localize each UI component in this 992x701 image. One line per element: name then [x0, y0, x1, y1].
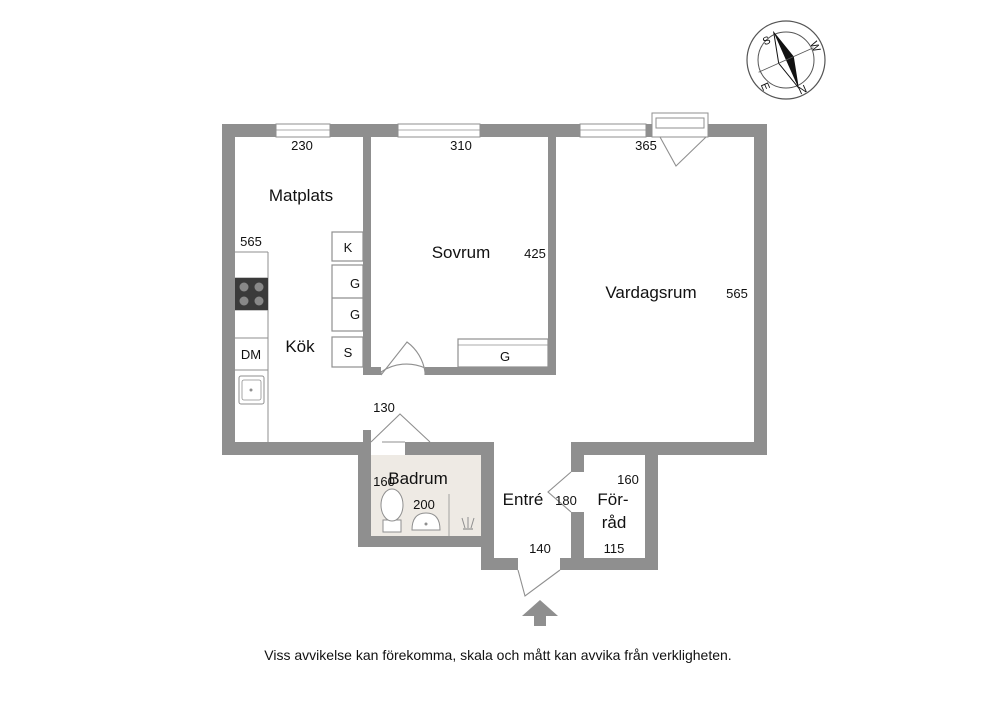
compass: S W E N	[746, 20, 826, 100]
room-label-entre: Entré	[503, 490, 544, 509]
room-label-badrum: Badrum	[388, 469, 448, 488]
fixture-label-skap: S	[344, 345, 353, 360]
stove-icon	[235, 278, 268, 310]
room-label-forrad-line1: För-	[597, 490, 628, 509]
fixture-label-garderob-1: G	[350, 276, 360, 291]
fixture-label-kyl: K	[344, 240, 353, 255]
fixture-label-garderob-2: G	[350, 307, 360, 322]
dim-matplats-width: 230	[291, 138, 313, 153]
disclaimer-text: Viss avvikelse kan förekomma, skala och …	[264, 647, 731, 663]
compass-needle	[758, 30, 814, 90]
dim-sovrum-width: 310	[450, 138, 472, 153]
doors	[370, 136, 707, 597]
windows	[275, 112, 709, 138]
dim-vardagsrum-depth: 565	[726, 286, 748, 301]
fixture-label-diskmaskin: DM	[241, 347, 261, 362]
room-label-vardagsrum: Vardagsrum	[605, 283, 696, 302]
entrance-arrow-icon	[522, 600, 558, 626]
dim-kok-depth: 565	[240, 234, 262, 249]
fixture-label-garderob-3: G	[500, 349, 510, 364]
room-label-sovrum: Sovrum	[432, 243, 491, 262]
kitchen-sink-icon	[238, 375, 265, 405]
shower-head-icon	[461, 517, 475, 530]
dim-forrad-depth: 160	[617, 472, 639, 487]
dim-entre-width: 140	[529, 541, 551, 556]
compass-south-label: S	[761, 34, 773, 48]
compass-east-label: E	[758, 81, 772, 93]
dim-sovrum-depth: 425	[524, 246, 546, 261]
room-label-kok: Kök	[285, 337, 315, 356]
toilet-icon	[380, 488, 404, 533]
room-label-forrad-line2: råd	[602, 513, 627, 532]
closets	[331, 231, 549, 368]
dim-badrum-depth: 200	[413, 497, 435, 512]
dim-hall-width: 130	[373, 400, 395, 415]
room-label-matplats: Matplats	[269, 186, 333, 205]
bathroom-sink-icon	[411, 512, 441, 531]
dim-vardagsrum-width: 365	[635, 138, 657, 153]
dim-entre-depth: 180	[555, 493, 577, 508]
dim-forrad-width: 115	[604, 541, 625, 556]
dim-badrum-width: 160	[373, 474, 395, 489]
